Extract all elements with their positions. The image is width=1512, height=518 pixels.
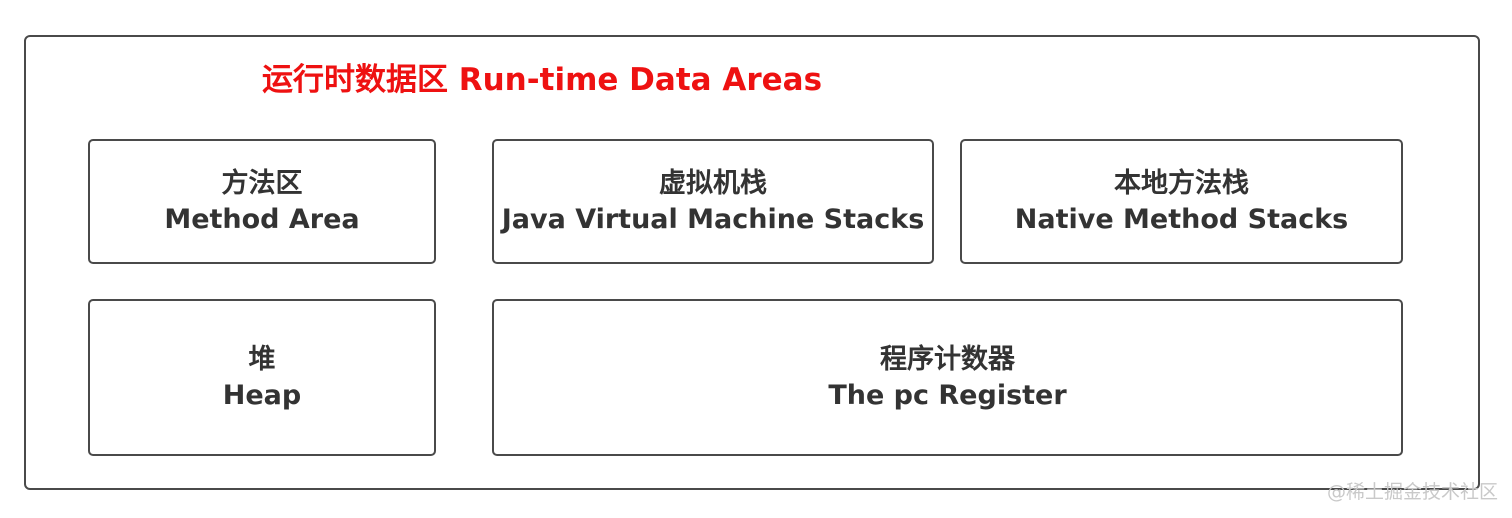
pc-register-zh-label: 程序计数器 [880, 343, 1015, 375]
jvm-stacks-zh-label: 虚拟机栈 [659, 167, 767, 199]
method-area-box: 方法区 Method Area [88, 139, 436, 264]
native-method-stacks-en-label: Native Method Stacks [1014, 203, 1349, 235]
method-area-en-label: Method Area [164, 203, 360, 235]
heap-zh-label: 堆 [248, 343, 276, 375]
native-method-stacks-zh-label: 本地方法栈 [1114, 167, 1249, 199]
native-method-stacks-box: 本地方法栈 Native Method Stacks [960, 139, 1403, 264]
method-area-zh-label: 方法区 [221, 167, 303, 199]
pc-register-box: 程序计数器 The pc Register [492, 299, 1403, 456]
heap-box: 堆 Heap [88, 299, 436, 456]
watermark-label: @稀土掘金技术社区 [1326, 481, 1498, 503]
pc-register-en-label: The pc Register [828, 379, 1067, 411]
diagram-title: 运行时数据区 Run-time Data Areas [261, 62, 823, 98]
jvm-stacks-box: 虚拟机栈 Java Virtual Machine Stacks [492, 139, 934, 264]
jvm-stacks-en-label: Java Virtual Machine Stacks [501, 203, 925, 235]
run-time-data-areas-frame [24, 35, 1480, 490]
heap-en-label: Heap [222, 379, 302, 411]
